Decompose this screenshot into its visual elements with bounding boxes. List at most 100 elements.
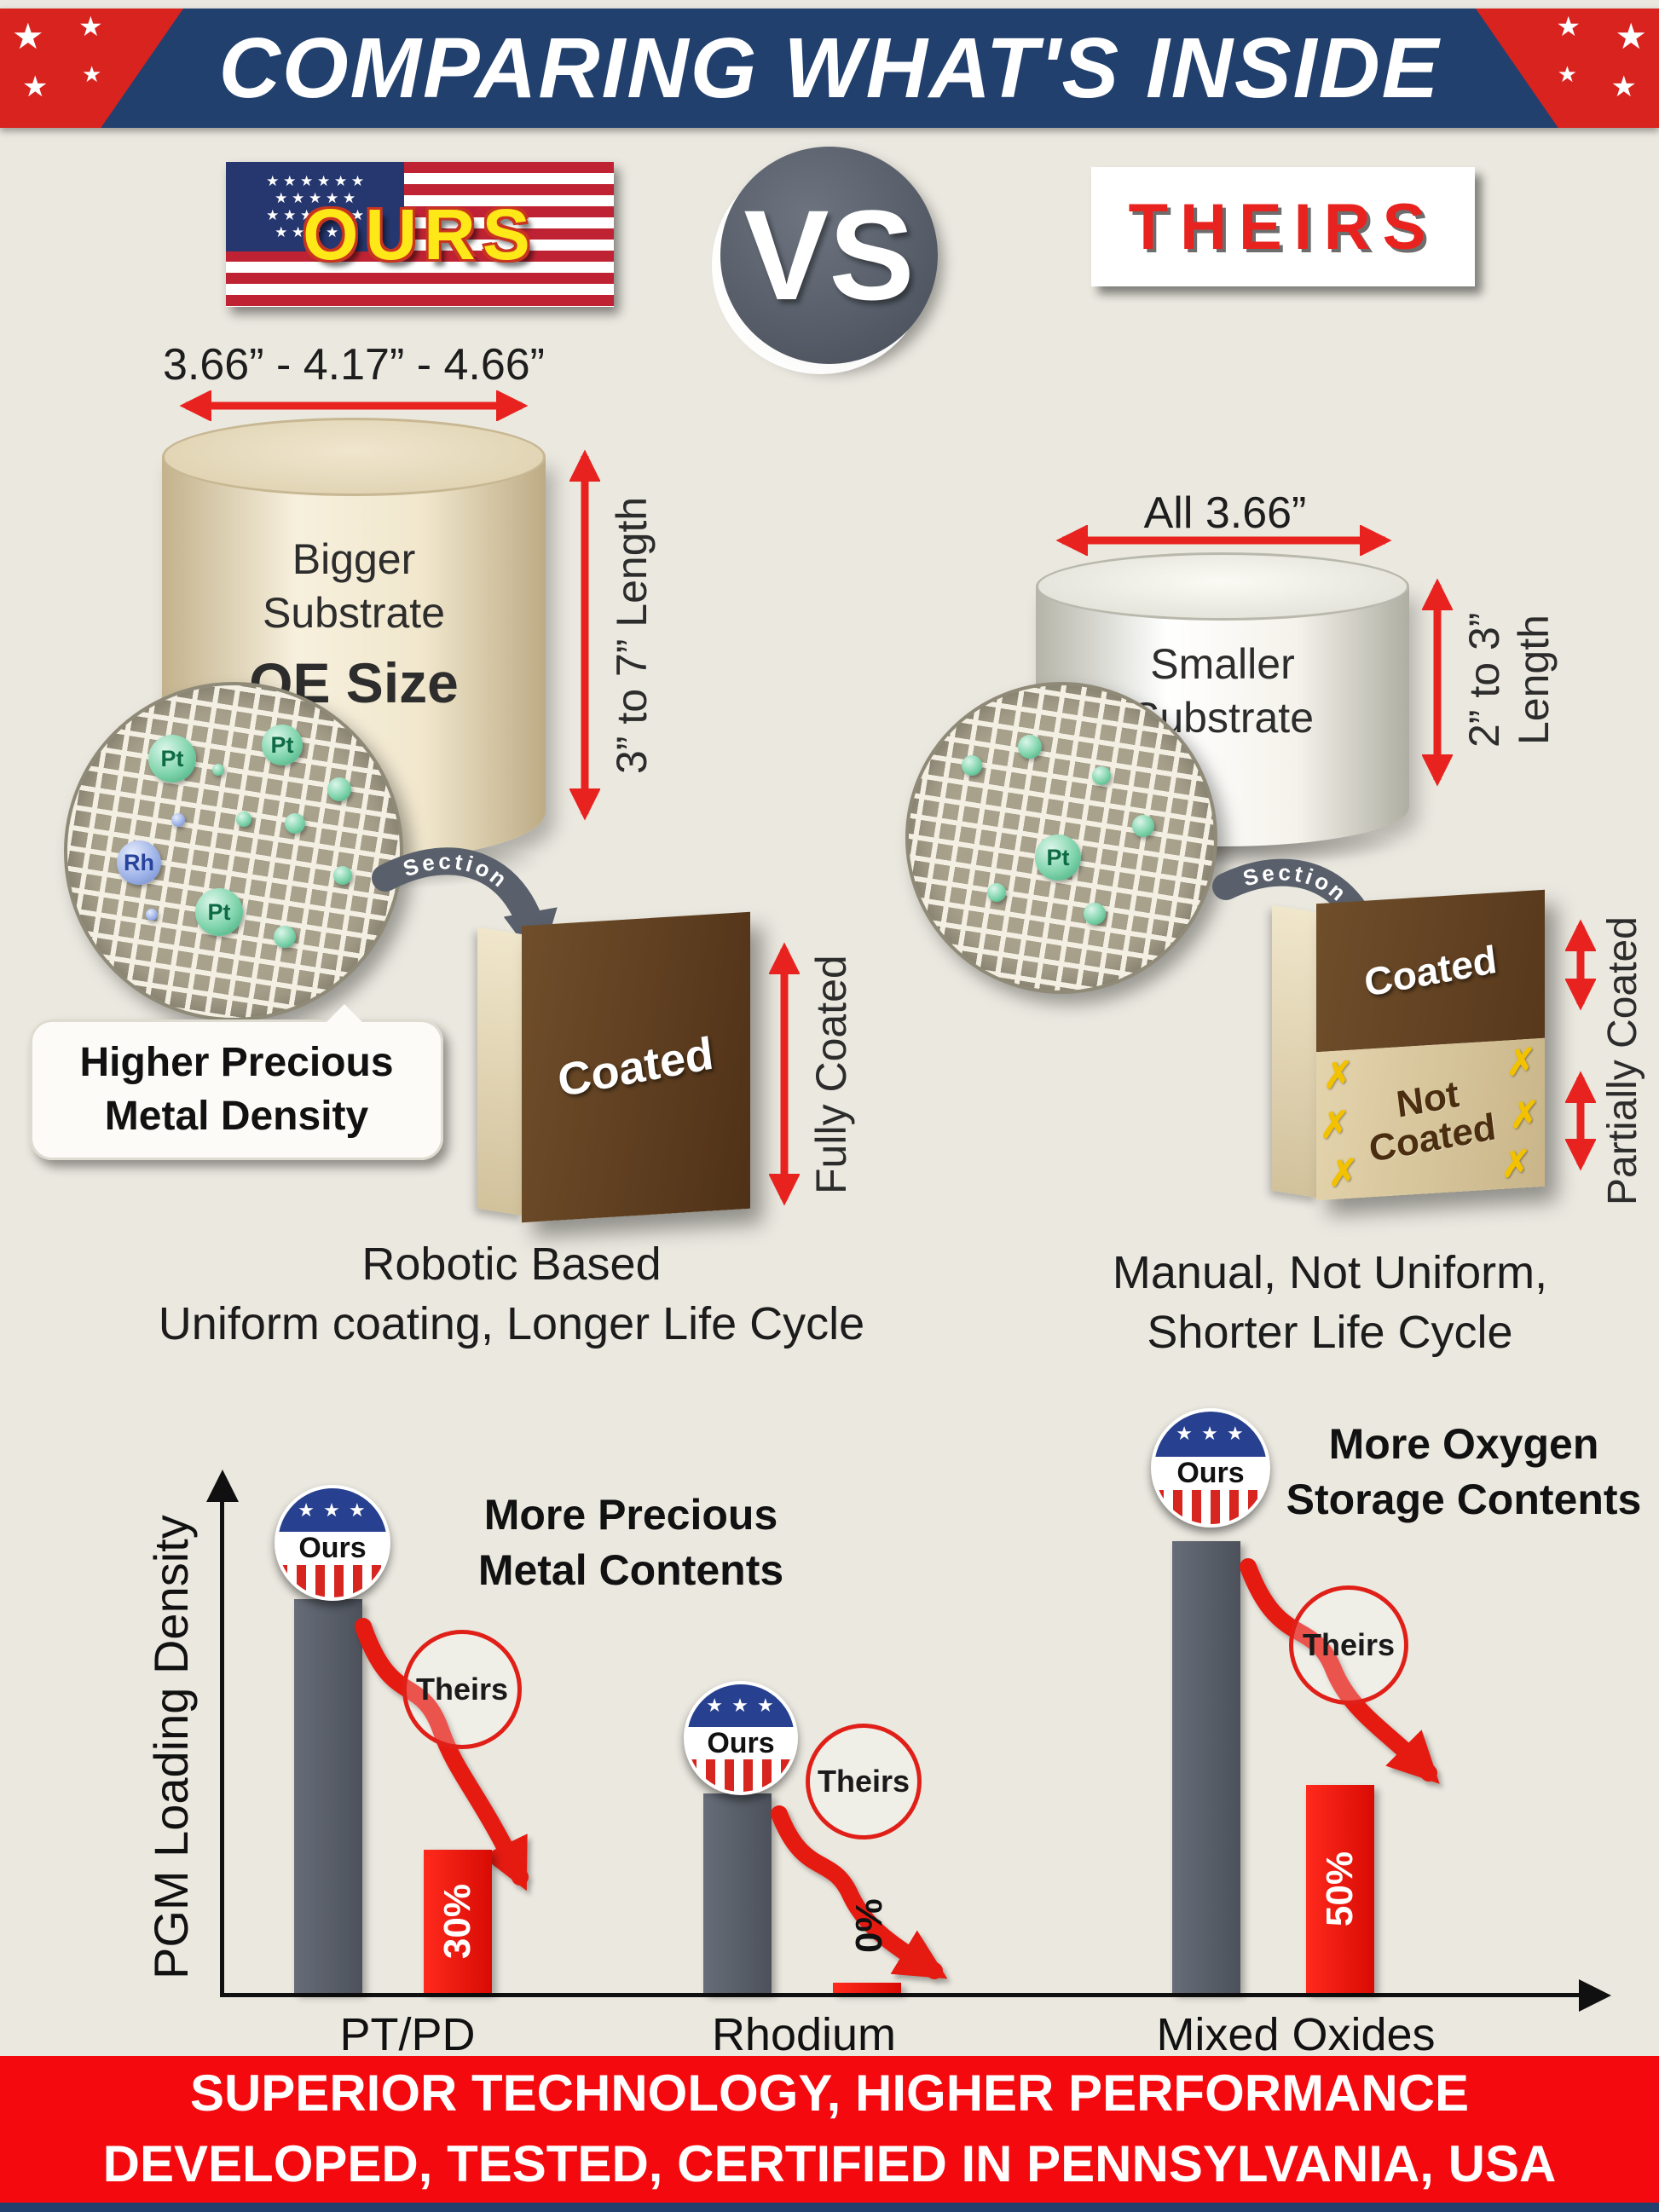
bar-ours-rhodium: [703, 1793, 772, 1993]
partial-coated-arrow-top: [1565, 919, 1596, 1011]
particle: [987, 883, 1006, 902]
badge-label: Ours: [687, 1727, 795, 1760]
bar-theirs-mixed-oxides: 50%: [1306, 1785, 1374, 1993]
badge-stripes: [278, 1564, 387, 1597]
badge-label: Ours: [1154, 1456, 1267, 1491]
x-mark-icon: ✗: [1500, 1142, 1531, 1185]
coated-half: Coated: [1316, 889, 1545, 1053]
caption-line: Uniform coating, Longer Life Cycle: [158, 1298, 865, 1350]
y-axis-label: PGM Loading Density: [144, 1515, 198, 1980]
particle: [333, 866, 352, 885]
particle: [274, 926, 296, 948]
particle-label: Pt: [160, 745, 184, 771]
particle: [1132, 815, 1154, 837]
annotation-line: Metal Contents: [477, 1546, 784, 1594]
badge-stripes: [1154, 1490, 1267, 1524]
particle: [962, 755, 982, 776]
ours-diameter-label: 3.66” - 4.17” - 4.66”: [163, 340, 545, 390]
y-axis: [220, 1499, 224, 1997]
partially-coated-label: Partially Coated: [1600, 916, 1645, 1206]
particle-label: Pt: [270, 731, 294, 758]
x-mark-icon: ✗: [1328, 1152, 1359, 1194]
bar-theirs-ptpd: 30%: [424, 1850, 492, 1993]
theirs-value-mixed-oxides: 50%: [1319, 1851, 1361, 1927]
star-icon: ★: [12, 16, 44, 56]
bar-theirs-rhodium: [833, 1983, 901, 1993]
stars-row: ★ ★ ★: [298, 1499, 367, 1521]
ours-label: OURS: [303, 193, 537, 274]
box-side-face: [477, 927, 523, 1216]
footer-line: DEVELOPED, TESTED, CERTIFIED IN PENNSYLV…: [102, 2135, 1557, 2192]
theirs-label-box: THEIRS: [1091, 167, 1475, 286]
box-front-face: Coated: [522, 911, 750, 1223]
section-label: Section: [400, 848, 511, 894]
flag-canton: ★ ★ ★ ★ ★ ★ ★ ★ ★ ★ ★ ★ ★ ★ ★ ★ ★ ★ ★ ★ …: [226, 162, 405, 252]
theirs-label: THEIRS: [1128, 190, 1438, 263]
badge-label: Ours: [278, 1532, 387, 1565]
theirs-badge-ptpd: Theirs: [402, 1630, 522, 1749]
annotation-line: More Oxygen: [1328, 1420, 1599, 1468]
pt-particle: Pt: [148, 735, 196, 783]
annotation-line: More Precious: [483, 1491, 778, 1539]
footer-line: SUPERIOR TECHNOLOGY, HIGHER PERFORMANCE: [189, 2065, 1470, 2122]
vs-label: VS: [743, 183, 915, 326]
pt-particle: Pt: [262, 725, 303, 765]
star-icon: ★: [1615, 16, 1647, 56]
badge-stars: ★ ★ ★: [1154, 1412, 1267, 1457]
particle: [146, 909, 158, 921]
caption-line: Manual, Not Uniform,: [1112, 1247, 1548, 1298]
ours-substrate-text: Bigger Substrate OE Size: [162, 533, 546, 719]
ours-coated-box: Coated: [477, 911, 759, 1226]
theirs-washcoat-zoom: Pt: [905, 682, 1217, 994]
particle: [1018, 735, 1042, 759]
cylinder-top-face: [162, 418, 546, 496]
footer-banner: SUPERIOR TECHNOLOGY, HIGHER PERFORMANCE …: [0, 2056, 1659, 2203]
pt-particle: Pt: [195, 888, 243, 936]
x-mark-icon: ✗: [1506, 1041, 1536, 1083]
ours-caption: Robotic Based Uniform coating, Longer Li…: [128, 1234, 895, 1354]
fully-coated-arrow: [769, 942, 800, 1206]
stars-row: ★ ★ ★: [706, 1695, 776, 1717]
particle: [212, 764, 224, 776]
cylinder-top-face: [1036, 552, 1409, 621]
theirs-value-ptpd: 30%: [436, 1883, 478, 1960]
callout-line: Higher Precious: [79, 1040, 394, 1086]
particle: [327, 777, 351, 801]
x-mark-icon: ✗: [1323, 1054, 1354, 1096]
coated-label: Coated: [555, 1027, 717, 1107]
star-icon: ★: [82, 61, 102, 87]
ours-badge-mixed-oxides: ★ ★ ★ Ours: [1151, 1408, 1270, 1528]
ours-diameter-arrow: [179, 390, 529, 421]
svg-text:Section: Section: [400, 848, 515, 894]
badge-stars: ★ ★ ★: [278, 1488, 387, 1533]
star-icon: ★: [22, 71, 49, 103]
pt-particle: Pt: [1035, 835, 1081, 881]
category-rhodium: Rhodium: [711, 2009, 897, 2060]
vs-badge: VS: [720, 147, 938, 364]
x-axis-arrowhead: [1579, 1979, 1611, 2012]
x-mark-icon: ✗: [1509, 1094, 1540, 1136]
annotation-precious: More Precious Metal Contents: [443, 1487, 818, 1598]
substrate-line: Bigger: [292, 535, 416, 583]
theirs-length-arrow: [1422, 578, 1453, 787]
ours-badge-rhodium: ★ ★ ★ Ours: [684, 1681, 798, 1795]
theirs-value-rhodium: 0%: [848, 1898, 890, 1953]
particle: [285, 813, 305, 834]
theirs-badge-rhodium: Theirs: [806, 1724, 922, 1839]
mesh-grid: [67, 685, 400, 1018]
particle: [236, 811, 251, 827]
star-icon: ★: [1557, 61, 1577, 87]
bar-ours-mixed-oxides: [1172, 1541, 1240, 1993]
footer-accent-strip: [0, 2203, 1659, 2212]
ours-washcoat-zoom: Pt Pt Rh Pt: [64, 682, 403, 1021]
theirs-badge-mixed-oxides: Theirs: [1289, 1585, 1408, 1705]
y-axis-arrowhead: [206, 1470, 239, 1502]
decline-arrow-rhodium: [771, 1805, 948, 1979]
particle-label: Rh: [124, 849, 154, 875]
x-axis: [220, 1993, 1582, 1997]
box-side-face: [1272, 904, 1318, 1198]
section-arrow-ours: Section: [372, 847, 558, 966]
caption-line: Robotic Based: [361, 1239, 662, 1290]
particle-label: Pt: [207, 898, 231, 925]
